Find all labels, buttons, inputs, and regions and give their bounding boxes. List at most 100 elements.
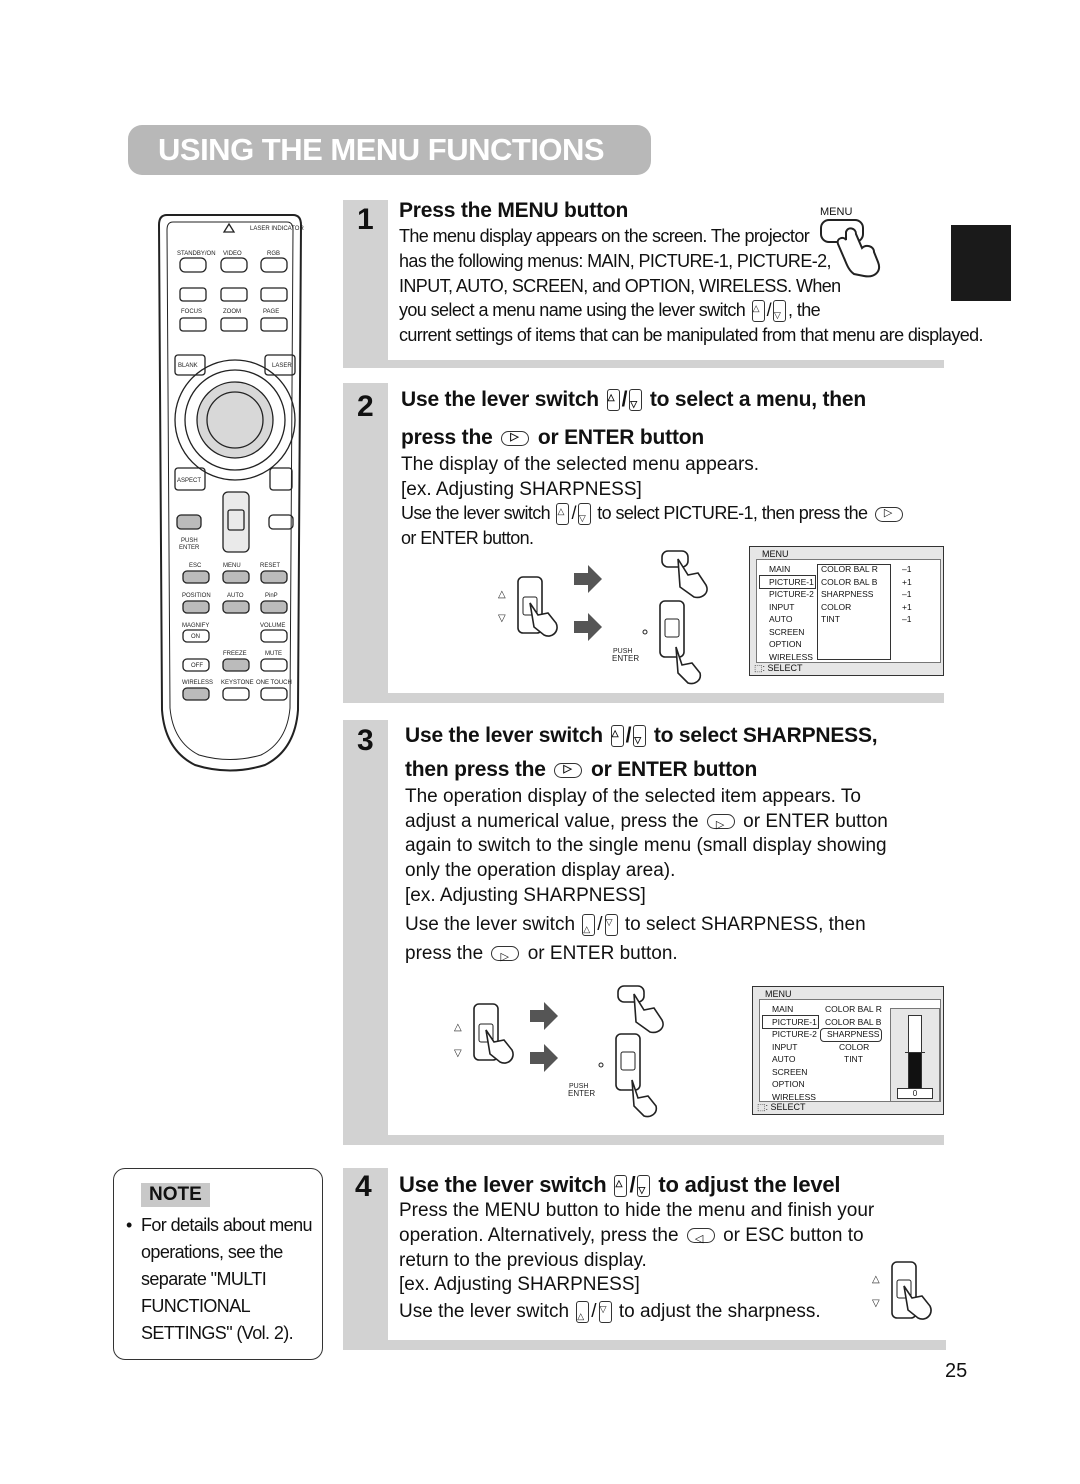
page-title-banner: USING THE MENU FUNCTIONS (128, 125, 651, 175)
lever-down-icon (577, 503, 591, 526)
note-bullet-icon: • (126, 1215, 132, 1235)
step4-line3: return to the previous display. (399, 1250, 647, 1271)
step1-number: 1 (357, 203, 374, 236)
step1-line5: current settings of items that can be ma… (399, 325, 984, 345)
setting-name: TINT (821, 614, 840, 624)
level-center-mark (905, 1052, 925, 1053)
svg-text:PUSH: PUSH (181, 538, 198, 544)
step3-line6: Use the lever switch / to select SHARPNE… (405, 910, 866, 942)
svg-text:▽: ▽ (872, 1298, 880, 1309)
note-line: SETTINGS" (Vol. 2). (141, 1323, 294, 1343)
setting-value: +1 (902, 602, 912, 612)
step4-content (388, 1160, 946, 1340)
selected-menu-highlight (759, 575, 816, 589)
lever-up-icon (751, 300, 765, 323)
page-number: 25 (945, 1360, 968, 1382)
settings-frame (817, 564, 891, 660)
svg-text:△: △ (454, 1022, 462, 1033)
svg-text:OFF: OFF (191, 663, 203, 669)
menu-button-label: MENU (820, 206, 853, 218)
svg-text:STANDBY/ON: STANDBY/ON (177, 251, 216, 257)
step2-number: 2 (357, 390, 374, 423)
setting-value: +1 (902, 577, 912, 587)
menu-display-1: MENU MAIN PICTURE-1 PICTURE-2 INPUT AUTO… (749, 546, 944, 676)
setting-value: –1 (902, 614, 912, 624)
svg-text:POSITION: POSITION (182, 593, 211, 599)
lever-up-icon (606, 389, 620, 412)
select-hint: ⬚: SELECT (754, 663, 803, 673)
setting-name: COLOR BAL R (825, 1004, 882, 1014)
note-line: operations, see the (141, 1242, 283, 1262)
note-label: NOTE (141, 1183, 210, 1207)
selected-setting-highlight (820, 1028, 882, 1042)
menu-title: MENU (765, 989, 792, 999)
menu-item: INPUT (772, 1042, 798, 1052)
menu-item: WIRELESS (772, 1092, 816, 1102)
right-arrow-button-icon (554, 762, 583, 778)
setting-name: COLOR BAL R (821, 564, 878, 574)
step3-number: 3 (357, 724, 374, 757)
step2-body2: [ex. Adjusting SHARPNESS] (401, 479, 642, 500)
step2-body4: or ENTER button. (401, 528, 534, 548)
step3-heading-line1: Use the lever switch / to select SHARPNE… (405, 724, 878, 748)
step1-line2: has the following menus: MAIN, PICTURE-1… (399, 251, 832, 271)
svg-text:RGB: RGB (267, 251, 280, 257)
setting-value: –1 (902, 589, 912, 599)
lever-up-icon (576, 1300, 590, 1329)
selected-menu-highlight (762, 1015, 819, 1029)
menu-title: MENU (762, 549, 789, 559)
svg-text:LASER: LASER (272, 363, 292, 369)
svg-text:MENU: MENU (223, 563, 241, 569)
lever-down-icon (598, 1297, 612, 1323)
svg-text:MAGNIFY: MAGNIFY (182, 623, 209, 629)
step2-heading-line2: press the or ENTER button (401, 426, 704, 450)
step4-heading: Use the lever switch / to adjust the lev… (399, 1172, 841, 1198)
step2-body1: The display of the selected menu appears… (401, 454, 760, 475)
note-box: NOTE • For details about menu operations… (113, 1168, 323, 1360)
step2-body3: Use the lever switch / to select PICTURE… (401, 503, 906, 526)
menu-item: INPUT (769, 602, 795, 612)
svg-text:KEYSTONE: KEYSTONE (221, 680, 254, 686)
step4-lever-illustration: △▽ (872, 1261, 932, 1320)
right-arrow-button-icon (706, 813, 735, 838)
setting-name: COLOR (821, 602, 852, 612)
svg-text:MUTE: MUTE (265, 651, 282, 657)
menu-item: PICTURE-1 (772, 1017, 817, 1027)
step1-heading: Press the MENU button (399, 199, 629, 222)
right-arrow-button-icon (491, 945, 520, 970)
menu-item: OPTION (769, 639, 802, 649)
menu-item: SCREEN (772, 1067, 808, 1077)
step1-line3: INPUT, AUTO, SCREEN, and OPTION, WIRELES… (399, 276, 841, 296)
step4-line4: [ex. Adjusting SHARPNESS] (399, 1274, 640, 1295)
lever-down-icon (773, 300, 787, 323)
menu-item: AUTO (772, 1054, 796, 1064)
lever-up-icon (582, 913, 596, 942)
svg-text:VIDEO: VIDEO (223, 251, 242, 257)
right-arrow-button-icon (874, 506, 903, 522)
step3-line1: The operation display of the selected it… (405, 786, 861, 807)
svg-text:AUTO: AUTO (227, 593, 244, 599)
step3-heading-line2: then press the or ENTER button (405, 758, 757, 782)
push-label: PUSH (569, 1083, 588, 1090)
step4-number: 4 (355, 1170, 372, 1203)
menu-item: MAIN (769, 564, 791, 574)
svg-text:▽: ▽ (498, 613, 506, 624)
lever-down-icon (604, 910, 618, 936)
menu-display-2: MENU MAIN PICTURE-1 PICTURE-2 INPUT AUTO… (752, 986, 944, 1115)
step2-heading-line1: Use the lever switch / to select a menu,… (401, 388, 866, 412)
remote-laser-indicator: LASER INDICATOR (250, 226, 304, 232)
lever-up-icon (556, 503, 570, 526)
select-dpad-icon: ⬚ (757, 1102, 766, 1112)
svg-text:FREEZE: FREEZE (223, 651, 247, 657)
svg-text:ONE TOUCH: ONE TOUCH (256, 680, 292, 686)
level-value: 0 (897, 1088, 933, 1099)
svg-text:FOCUS: FOCUS (181, 309, 202, 315)
setting-name: SHARPNESS (827, 1029, 880, 1039)
step1-line1: The menu display appears on the screen. … (399, 226, 810, 246)
hand-pressing-menu-icon (820, 219, 880, 278)
left-arrow-button-icon (686, 1227, 715, 1252)
menu-item: AUTO (769, 614, 793, 624)
setting-name: COLOR BAL B (821, 577, 878, 587)
svg-text:PAGE: PAGE (263, 309, 279, 315)
menu-item: SCREEN (769, 627, 805, 637)
